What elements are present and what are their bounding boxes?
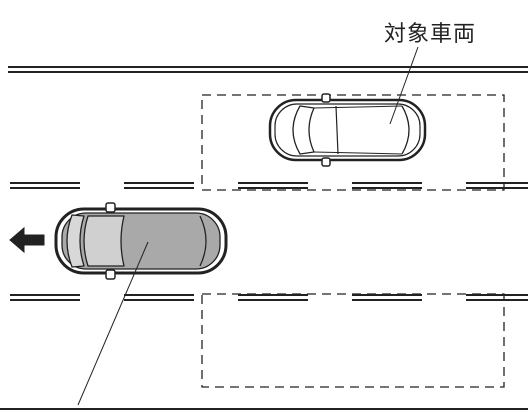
lane-marking-upper (10, 182, 528, 189)
detection-zone-upper (201, 94, 505, 191)
own-vehicle-leader-line (77, 241, 149, 406)
own-vehicle (54, 202, 228, 280)
target-vehicle (268, 93, 427, 167)
direction-arrow-left-icon (9, 226, 45, 254)
detection-zone-lower (201, 293, 505, 388)
target-vehicle-label: 対象車両 (384, 22, 477, 47)
target-vehicle-leader-line (389, 46, 419, 125)
lane-marking-lower (10, 294, 528, 301)
road-top-edge (8, 66, 528, 73)
